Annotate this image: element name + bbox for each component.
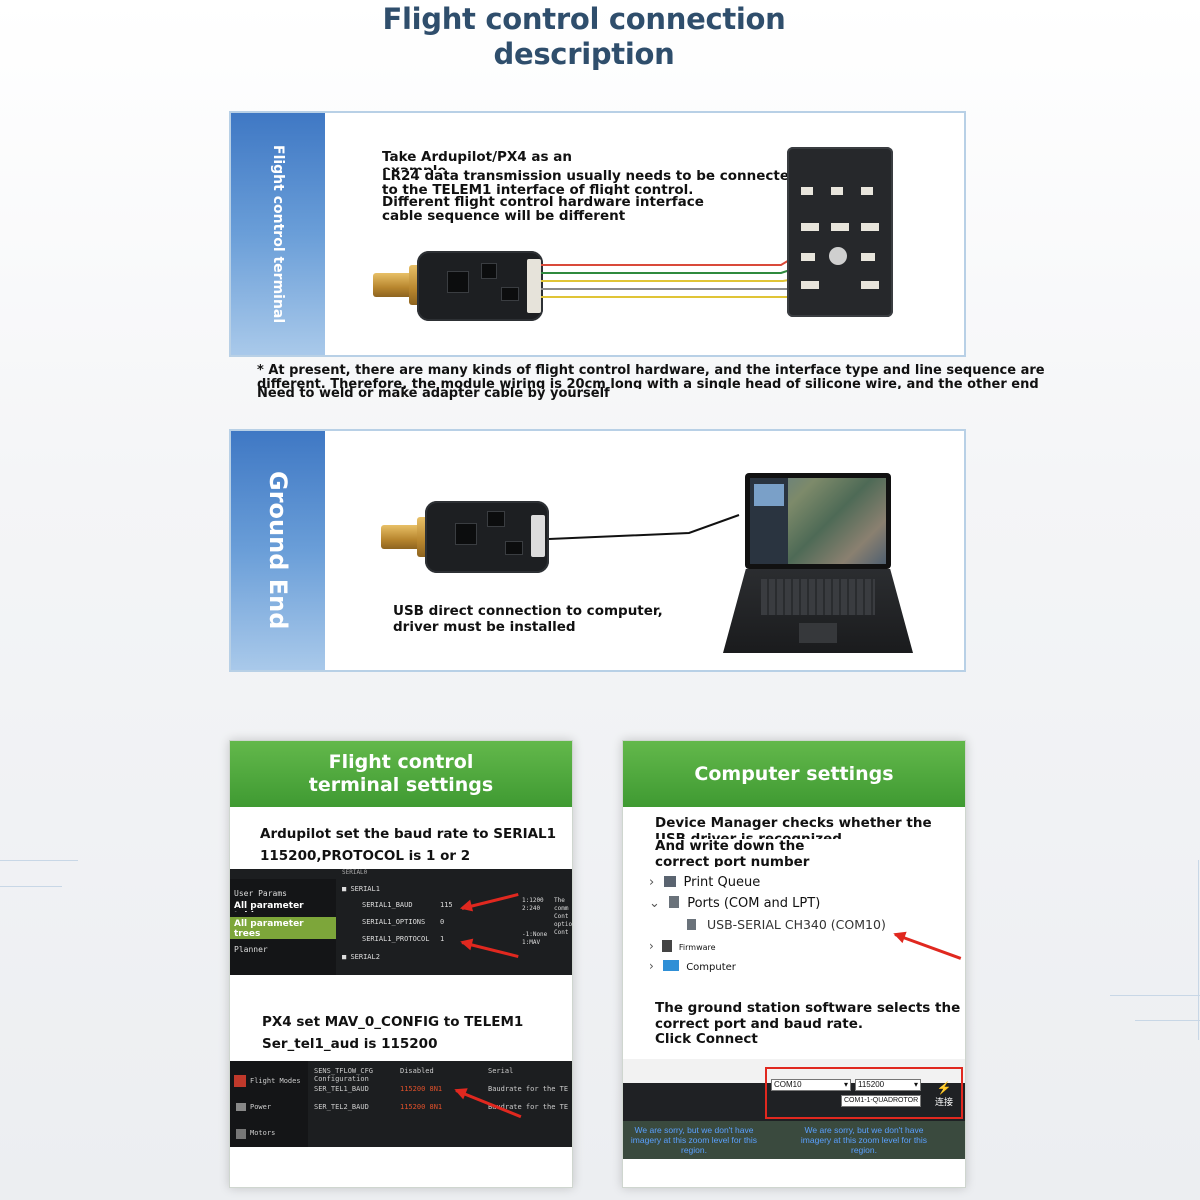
tree-item-usb-serial[interactable]: USB-SERIAL CH340 (COM10)	[687, 917, 886, 932]
port-icon	[687, 919, 696, 930]
tree-item-firmware[interactable]: › Firmware	[649, 939, 716, 953]
decor-line	[1198, 860, 1199, 1040]
chevron-right-icon: ›	[649, 959, 654, 973]
decor-line	[1135, 1020, 1200, 1021]
wire-harness	[541, 258, 805, 298]
computer-settings-card: Computer settings Device Manager checks …	[622, 740, 966, 1188]
chip-icon	[481, 263, 497, 279]
chevron-down-icon: ▾	[843, 1080, 848, 1089]
menu-item[interactable]: All parameter tables	[234, 901, 304, 912]
chip-icon	[447, 271, 469, 293]
flight-controller-icon	[787, 147, 893, 317]
px4-menu: Flight Modes Power Motors	[230, 1061, 308, 1147]
map-imagery-note: We are sorry, but we don't have imagery …	[800, 1125, 928, 1155]
chip-icon	[487, 511, 505, 527]
lr24-ground-module	[381, 501, 551, 577]
ardupilot-menu: User Params All parameter tables All par…	[230, 879, 336, 975]
highlight-box	[765, 1067, 963, 1119]
card-header: Flight control terminal settings	[230, 741, 572, 807]
param-options: 1:1200 2:240	[522, 897, 544, 912]
card-header: Computer settings	[623, 741, 965, 807]
chip-icon	[455, 523, 477, 545]
flight-control-terminal-panel: Flight control terminal Take Ardupilot/P…	[229, 111, 966, 357]
ground-end-panel: Ground End USB direct connection to comp	[229, 429, 966, 672]
tree-item-computer[interactable]: › Computer	[649, 959, 736, 973]
vehicle-select[interactable]: COM1-1-QUADROTOR	[841, 1095, 921, 1107]
menu-item[interactable]: Flight Modes	[250, 1077, 301, 1085]
chip-icon	[505, 541, 523, 555]
ground-end-description: USB direct connection to computer, drive…	[393, 603, 663, 635]
wire-connector	[527, 259, 541, 313]
computer-icon	[663, 960, 679, 971]
sma-connector-icon	[373, 273, 413, 297]
decor-line	[0, 886, 62, 887]
plug-icon: ⚡	[936, 1081, 952, 1095]
sma-connector-icon	[381, 525, 421, 549]
usb-port-icon	[531, 515, 545, 557]
menu-item-selected[interactable]: All parameter trees	[230, 917, 336, 939]
baud-select[interactable]: 115200▾	[855, 1079, 921, 1091]
red-arrow-icon	[461, 941, 519, 958]
ardupilot-instructions: Ardupilot set the baud rate to SERIAL1 1…	[260, 826, 557, 864]
connect-button[interactable]: ⚡ 连接	[929, 1081, 959, 1109]
param-group: SERIAL0	[342, 869, 368, 876]
printer-icon	[664, 876, 677, 887]
map-area: We are sorry, but we don't have imagery …	[623, 1121, 965, 1159]
decor-line	[0, 860, 78, 861]
tree-item-print-queue[interactable]: › Print Queue	[649, 875, 761, 890]
wiring-note: * At present, there are many kinds of fl…	[257, 363, 1045, 401]
laptop-icon	[723, 473, 913, 653]
param-options: -1:None 1:MAV	[522, 931, 548, 946]
device-manager-instructions: Device Manager checks whether the USB dr…	[655, 815, 932, 870]
device-manager-tree: › Print Queue ⌄ Ports (COM and LPT) USB-…	[623, 867, 965, 973]
lr24-module	[373, 251, 543, 325]
param-group[interactable]: ■ SERIAL2	[342, 953, 380, 961]
red-arrow-icon	[894, 933, 962, 960]
power-icon	[236, 1103, 246, 1111]
map-imagery-note: We are sorry, but we don't have imagery …	[630, 1125, 758, 1155]
panel-description: Take Ardupilot/PX4 as an example LR24 da…	[382, 149, 799, 224]
module-board	[425, 501, 549, 573]
tree-item-ports[interactable]: ⌄ Ports (COM and LPT)	[649, 896, 821, 911]
chip-icon	[501, 287, 519, 301]
red-arrow-icon	[461, 893, 519, 910]
page-title: Flight control connection description	[382, 2, 786, 71]
menu-item[interactable]: Power	[250, 1103, 272, 1111]
param-description: The comm Cont optio Cont	[554, 897, 573, 936]
param-group[interactable]: ■ SERIAL1	[342, 885, 380, 893]
panel-tab-label: Ground End	[264, 471, 292, 630]
firmware-icon	[662, 940, 673, 952]
motors-icon	[236, 1129, 246, 1139]
port-select[interactable]: COM10▾	[771, 1079, 851, 1091]
menu-item[interactable]: User Params	[234, 889, 287, 898]
chevron-down-icon: ⌄	[649, 896, 660, 911]
menu-item[interactable]: Planner	[234, 945, 268, 954]
flight-control-settings-card: Flight control terminal settings Ardupil…	[229, 740, 573, 1188]
menu-item[interactable]: Motors	[250, 1129, 276, 1137]
ardupilot-params-screenshot: User Params All parameter tables All par…	[230, 869, 572, 975]
px4-instructions: PX4 set MAV_0_CONFIG to TELEM1 Ser_tel1_…	[262, 1014, 524, 1052]
chevron-down-icon: ▾	[913, 1080, 918, 1089]
chevron-right-icon: ›	[649, 939, 654, 953]
px4-params-screenshot: Flight Modes Power Motors SENS_TFLOW_CFG…	[230, 1061, 572, 1147]
port-icon	[669, 896, 680, 908]
ground-station-screenshot: COM10▾ 115200▾ COM1-1-QUADROTOR ⚡ 连接 We …	[623, 1059, 965, 1159]
panel-tab-label: Flight control terminal	[270, 144, 286, 324]
usb-cable	[549, 514, 740, 540]
flight-modes-icon	[234, 1075, 246, 1087]
chevron-right-icon: ›	[649, 875, 655, 890]
panel-side-tab: Flight control terminal	[231, 113, 325, 355]
module-board	[417, 251, 543, 321]
panel-side-tab: Ground End	[231, 431, 325, 670]
ground-station-instructions: The ground station software selects the …	[655, 1000, 961, 1047]
decor-line	[1110, 995, 1200, 996]
